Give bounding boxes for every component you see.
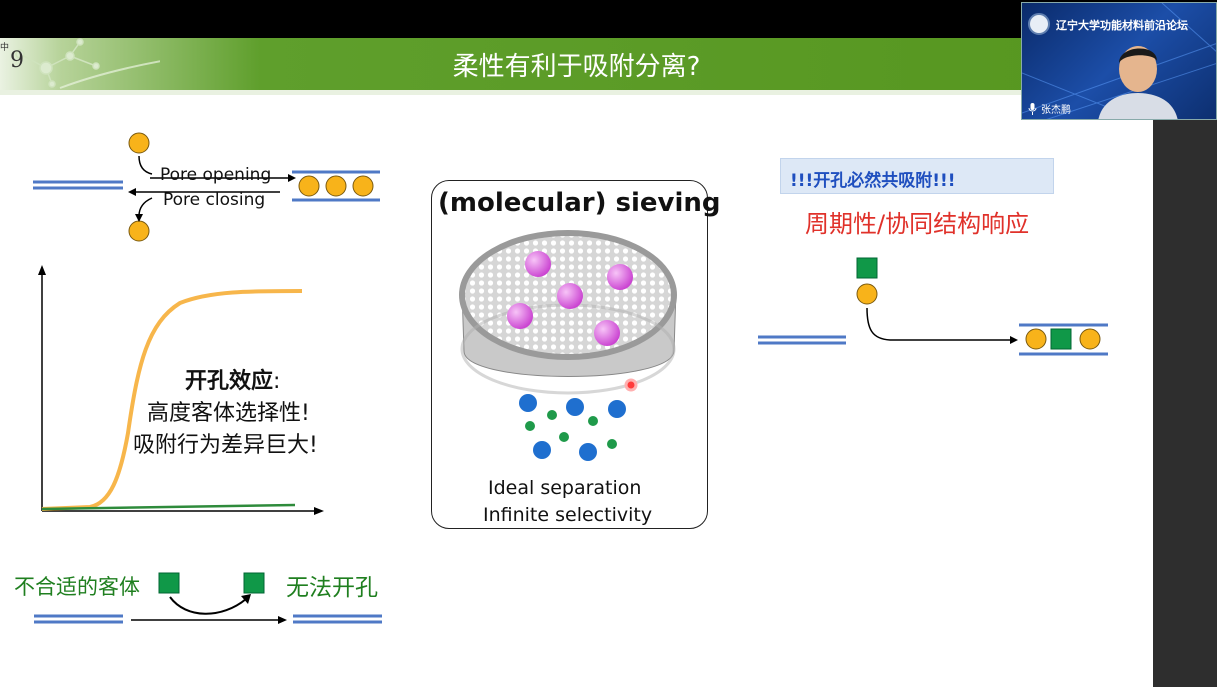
large-molecule-icon (594, 320, 620, 346)
speaker-avatar (1098, 46, 1178, 119)
slide-title: 柔性有利于吸附分离? (452, 52, 701, 82)
guest-molecule-icon (856, 283, 878, 305)
square-guest-icon (243, 572, 265, 594)
curved-arrow-icon (866, 307, 1010, 341)
speaker-video-tile[interactable]: 辽宁大学功能材料前沿论坛 张杰鹏 (1021, 2, 1217, 120)
large-molecule-icon (607, 264, 633, 290)
university-logo-icon (1028, 13, 1050, 35)
microphone-icon (1028, 102, 1037, 115)
top-black-bar (0, 0, 1217, 38)
cooperative-response-label: 周期性/协同结构响应 (805, 210, 1030, 238)
corner-character: 中 (0, 43, 10, 53)
curved-arrow-icon (138, 155, 153, 175)
slide-number: 9 (10, 48, 24, 73)
closed-framework-icon (34, 614, 123, 624)
large-molecule-icon (525, 251, 551, 277)
right-side-panel (1153, 120, 1217, 687)
sieving-title: (molecular) sieving (438, 188, 721, 218)
sieve-illustration (459, 230, 677, 395)
effect-title-text: 开孔效应 (185, 369, 274, 394)
curved-arrow-icon (138, 197, 153, 217)
presentation-slide: 中 9 柔性有利于吸附分离? Pore opening Pore closing (0, 38, 1153, 687)
laser-pointer-icon (624, 378, 638, 392)
open-framework-icon (292, 170, 380, 202)
molecule-decoration-icon (15, 38, 160, 89)
closed-framework-icon (293, 614, 382, 624)
green-curve (41, 503, 296, 511)
unsuitable-guest-label: 不合适的客体 (14, 575, 140, 599)
curved-arrow-icon (169, 596, 247, 615)
speaker-label: 张杰鹏 (1028, 101, 1071, 116)
closed-framework-icon (758, 335, 846, 345)
pore-closing-label: Pore closing (163, 190, 266, 210)
coadsorption-banner-text: !!!开孔必然共吸附!!! (790, 171, 956, 191)
pore-opening-label: Pore opening (160, 165, 272, 185)
large-molecule-icon (557, 283, 583, 309)
pore-opening-scheme (33, 132, 380, 242)
square-guest-icon (856, 257, 878, 279)
isotherm-plot (38, 265, 324, 515)
effect-title-colon: : (273, 369, 281, 394)
coadsorption-banner (780, 158, 1054, 194)
square-guest-icon (158, 572, 180, 594)
effect-title: 开孔效应: (185, 363, 280, 395)
video-banner: 辽宁大学功能材料前沿论坛 (1022, 9, 1216, 37)
sieving-box (431, 180, 708, 529)
effect-line-1: 高度客体选择性! (147, 401, 310, 426)
cannot-open-label: 无法开孔 (286, 575, 378, 601)
guest-molecule-icon (128, 132, 150, 154)
co-adsorption-scheme (758, 257, 1108, 356)
guest-molecule-icon (128, 220, 150, 242)
banner-underline (0, 90, 1153, 95)
speaker-name: 张杰鹏 (1041, 105, 1071, 116)
title-banner: 中 9 柔性有利于吸附分离? (0, 38, 1153, 90)
sieved-particles (519, 394, 626, 461)
sieving-line-2: Infinite selectivity (483, 504, 653, 526)
unsuitable-guest-scheme (34, 572, 382, 624)
effect-line-2: 吸附行为差异巨大! (133, 433, 318, 458)
open-framework-icon (1019, 323, 1108, 356)
video-banner-text: 辽宁大学功能材料前沿论坛 (1056, 19, 1188, 32)
large-molecule-icon (507, 303, 533, 329)
closed-framework-icon (33, 180, 123, 190)
sieving-line-1: Ideal separation (488, 477, 642, 499)
orange-curve (41, 289, 303, 511)
